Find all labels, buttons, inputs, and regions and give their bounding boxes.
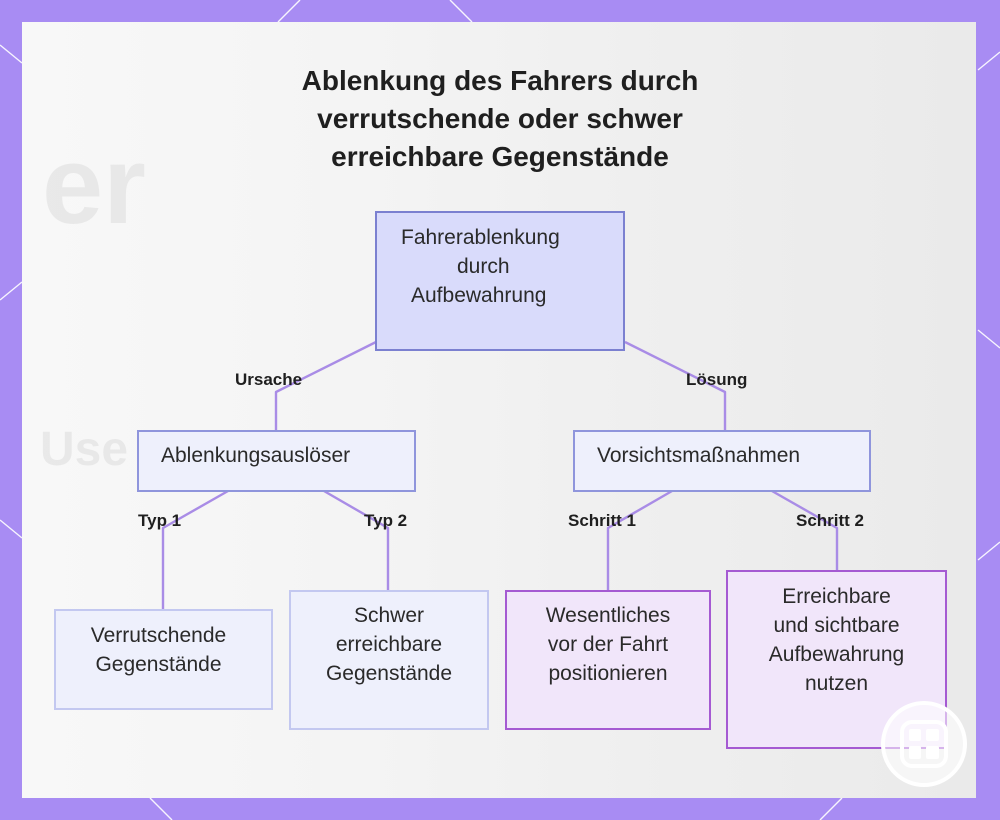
root-node: Fahrerablenkung durch Aufbewahrung [375, 211, 625, 351]
edge-label-type1: Typ 1 [138, 511, 181, 531]
node-precautions: Vorsichtsmaßnahmen [573, 430, 871, 492]
page-title: Ablenkung des Fahrers durch verrutschend… [240, 62, 760, 176]
node-position-essentials: Wesentliches vor der Fahrt positionieren [505, 590, 711, 730]
edge-label-solution: Lösung [686, 370, 747, 390]
edge-right-schritt2 [772, 491, 837, 571]
edge-label-step2: Schritt 2 [796, 511, 864, 531]
edge-label-cause: Ursache [235, 370, 302, 390]
node-slipping-items: Verrutschende Gegenstände [54, 609, 273, 710]
edge-left-typ1 [163, 491, 228, 609]
node-distraction-triggers: Ablenkungsauslöser [137, 430, 416, 492]
edge-left-typ2 [324, 491, 388, 590]
grid-app-icon [880, 700, 968, 788]
edge-label-type2: Typ 2 [364, 511, 407, 531]
edge-label-step1: Schritt 1 [568, 511, 636, 531]
node-hard-to-reach-items: Schwer erreichbare Gegenstände [289, 590, 489, 730]
edge-right-schritt1 [608, 491, 672, 591]
